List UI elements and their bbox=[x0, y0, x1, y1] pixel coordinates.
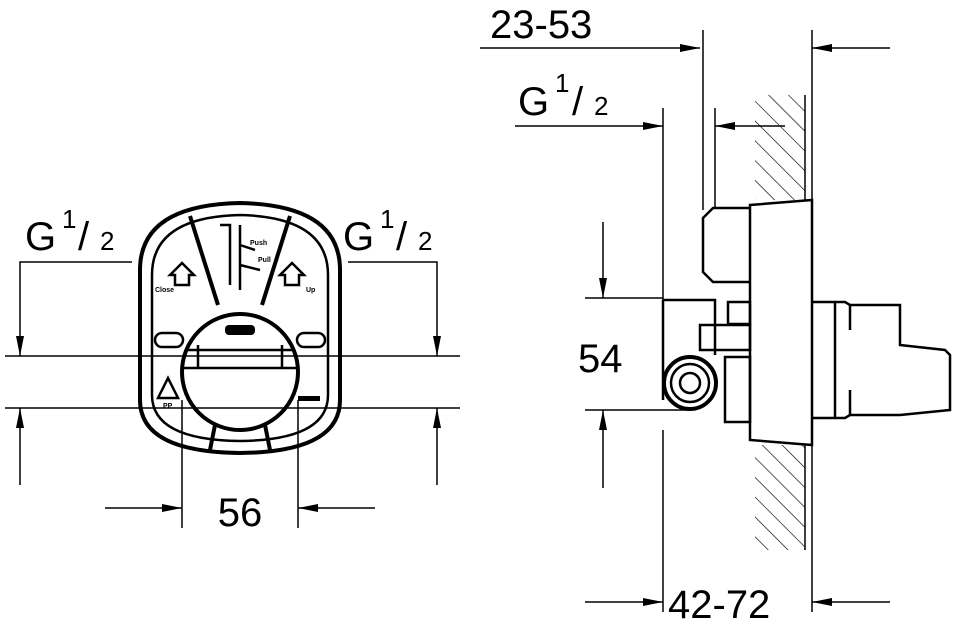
thread-den: 2 bbox=[594, 91, 608, 121]
segment-line bbox=[263, 424, 272, 451]
segment-line bbox=[260, 215, 292, 306]
dim-arrow bbox=[16, 261, 132, 356]
segment-line bbox=[208, 424, 217, 451]
connector-block bbox=[726, 300, 752, 326]
dim-arrow bbox=[348, 261, 441, 356]
flow-diagram bbox=[220, 223, 261, 290]
recycle-icon bbox=[155, 375, 181, 400]
width-dimension: 56 bbox=[218, 491, 263, 535]
connector-bar bbox=[698, 323, 752, 352]
wall-hatch-bottom bbox=[755, 445, 805, 550]
housing-body bbox=[748, 198, 814, 447]
thread-num: 1 bbox=[380, 204, 394, 234]
thread-den: 2 bbox=[418, 226, 432, 256]
cover-plate-outline bbox=[138, 200, 342, 456]
thread-num: 1 bbox=[555, 68, 569, 98]
side-view: 23-53 G 1 / 2 54 42-72 bbox=[480, 3, 952, 624]
segment-line bbox=[188, 215, 220, 306]
up-label: Up bbox=[306, 287, 315, 294]
push-label: Push bbox=[250, 240, 267, 247]
svg-text:/: / bbox=[78, 215, 90, 259]
cover-plate-inner bbox=[150, 213, 330, 443]
housing-top-part bbox=[701, 206, 750, 284]
thread-den: 2 bbox=[100, 226, 114, 256]
arrow-up-icon bbox=[166, 261, 198, 287]
pull-label: Pull bbox=[258, 257, 271, 264]
code-label bbox=[298, 396, 320, 401]
pp-label: PP bbox=[163, 403, 173, 410]
inlet-fitting bbox=[662, 355, 718, 411]
height-dimension: 54 bbox=[578, 337, 623, 381]
svg-text:/: / bbox=[572, 80, 584, 124]
depth-bottom-dimension: 42-72 bbox=[668, 583, 770, 624]
inlet-fitting-ring bbox=[678, 371, 702, 395]
rear-box bbox=[812, 300, 952, 420]
hot-indicator bbox=[153, 331, 185, 349]
close-label: Close bbox=[155, 287, 174, 294]
inlet-fitting-ring bbox=[669, 362, 711, 404]
front-view: Close Up Push Pull PP G 1 / 2 G 1 / 2 56 bbox=[5, 200, 460, 535]
cold-indicator bbox=[295, 331, 327, 349]
arrow-up-icon bbox=[276, 261, 308, 287]
svg-text:/: / bbox=[396, 215, 408, 259]
wall-hatch-top bbox=[755, 95, 805, 200]
thread-num: 1 bbox=[62, 204, 76, 234]
depth-top-dimension: 23-53 bbox=[490, 3, 592, 47]
brand-logo bbox=[225, 325, 255, 335]
thread-g-right: G bbox=[343, 215, 374, 259]
thread-g-side: G bbox=[518, 80, 549, 124]
center-cartridge bbox=[180, 312, 300, 432]
connector-block bbox=[723, 355, 752, 424]
thread-g-left: G bbox=[25, 215, 56, 259]
